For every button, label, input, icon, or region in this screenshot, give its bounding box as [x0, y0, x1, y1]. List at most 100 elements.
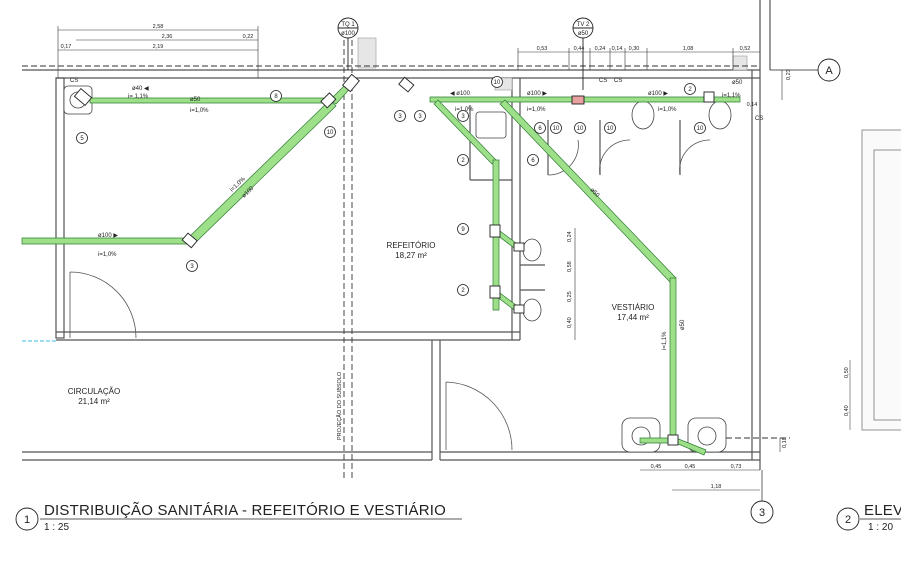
pipe-label-d50: ø50	[190, 97, 201, 103]
fitting-11	[703, 91, 715, 103]
dim-label: 0,22	[243, 34, 254, 40]
dim-label: 0,25	[567, 291, 573, 302]
dim-label: 0,73	[731, 464, 742, 470]
pipe-top-left-horizontal	[89, 97, 331, 104]
callout-circle	[604, 122, 616, 134]
pipe-label-slope-11: i= 1,1%	[128, 94, 149, 100]
room-area-vestiario: 17,44 m²	[617, 313, 649, 322]
fitting-4	[342, 73, 360, 93]
callout-circle	[414, 110, 426, 122]
vent-tube-tv2-tag: TV 2	[577, 22, 590, 28]
grid-axis-3-label: 3	[759, 507, 765, 519]
room-labels: REFEITÓRIO 18,27 m² VESTIÁRIO 17,44 m² C…	[68, 241, 655, 440]
elev-dim-label: 0,50	[844, 367, 850, 378]
hatch-block-right	[732, 55, 748, 71]
dim-label: 0,24	[595, 46, 606, 52]
callout-circle	[394, 110, 406, 122]
pipe-label-d100-right2: ø100 ▶	[648, 91, 668, 97]
callout-number: 3	[398, 114, 402, 120]
pipe-label-slope-10a: i=1,0%	[190, 108, 209, 114]
drawing-title: DISTRIBUIÇÃO SANITÁRIA - REFEITÓRIO E VE…	[44, 502, 446, 519]
drawing-number: 1	[24, 514, 30, 526]
callout-number: 3	[418, 114, 422, 120]
drawing-scale: 1 : 25	[44, 522, 69, 533]
dim-label: 0,45	[685, 464, 696, 470]
pipe-label-cs-1: CS	[70, 78, 78, 84]
fitting-12	[571, 95, 585, 105]
callout-number: 10	[607, 126, 614, 132]
pipe-label-d50-diag: ø50	[589, 187, 601, 199]
callout-circle	[684, 83, 696, 95]
room-name-refeitorio: REFEITÓRIO	[387, 241, 436, 250]
pipe-label-d40: ø40 ◀	[132, 86, 149, 92]
fitting-2	[320, 92, 337, 109]
drawing-title-2: ELEV	[864, 502, 901, 519]
dim-label: 2,36	[162, 34, 173, 40]
callout-circle	[457, 223, 469, 235]
dimension-lines	[57, 26, 783, 491]
pipe-top-right-horizontal	[429, 96, 741, 103]
callout-number: 10	[697, 126, 704, 132]
callout-number: 10	[553, 126, 560, 132]
fitting-8	[513, 242, 525, 252]
callout-circle	[491, 76, 503, 88]
title-block-2: 2 ELEV 1 : 20	[836, 502, 901, 533]
doors	[69, 139, 711, 451]
pipe-label-cs-4: CS	[755, 116, 763, 122]
grid-axes	[750, 58, 841, 524]
callout-numbers: 5 8 10 3 3 10 3 3 10 2 6 9 2 6 10 10 2 1…	[80, 80, 704, 294]
vent-tube-tq1-diameter: ø100	[341, 31, 355, 37]
elevation-inner	[873, 149, 901, 421]
pipe-vertical-vestiario	[669, 277, 677, 441]
vent-tubes	[337, 17, 594, 90]
pipe-label-slope-10e: i=1,0%	[527, 107, 546, 113]
callout-circle	[457, 284, 469, 296]
dim-label: 1,18	[711, 484, 722, 490]
callout-circle	[534, 122, 546, 134]
pipe-diagonal-refeitorio	[433, 99, 497, 165]
vent-tube-tq1-tag: TQ 1	[341, 22, 355, 28]
room-name-vestiario: VESTIÁRIO	[612, 303, 655, 312]
projection-label: PROJEÇÃO DO SUBSOLO	[336, 371, 343, 440]
door-circulacao	[69, 271, 137, 339]
room-name-circulacao: CIRCULAÇÃO	[68, 387, 120, 396]
dim-label: 0,52	[740, 46, 751, 52]
dim-label: 0,17	[61, 44, 72, 50]
callout-circle	[550, 122, 562, 134]
callout-circle	[324, 126, 336, 138]
title-block-1: 1 DISTRIBUIÇÃO SANITÁRIA - REFEITÓRIO E …	[15, 502, 462, 533]
callout-circle	[76, 132, 88, 144]
dim-label: 0,23	[786, 69, 792, 80]
callout-circle	[186, 260, 198, 272]
callout-circle	[574, 122, 586, 134]
callout-number: 10	[494, 80, 501, 86]
dim-label: 0,58	[567, 261, 573, 272]
pipe-labels: CS ø40 ◀ i= 1,1% ø50 i=1,0% ø100 i=1,0% …	[70, 78, 763, 350]
fitting-1	[73, 88, 93, 106]
wall-left	[55, 77, 65, 339]
callout-number: 2	[461, 288, 465, 294]
urinal-2	[522, 298, 542, 322]
sink-refeitorio	[475, 111, 507, 139]
fitting-10	[667, 434, 679, 446]
elevation-frame	[861, 129, 901, 431]
callout-number: 2	[688, 87, 692, 93]
dim-label: 2,19	[153, 44, 164, 50]
pipe-label-slope-10c: i=1,0%	[98, 252, 117, 258]
room-area-refeitorio: 18,27 m²	[395, 251, 427, 260]
door-wc	[547, 139, 579, 176]
pipe-branch-sink-left	[639, 437, 673, 444]
drawing-number-circle	[15, 507, 39, 531]
fitting-5	[398, 76, 415, 93]
pipe-label-d50-vert: ø50	[680, 319, 686, 330]
dim-label: 0,14	[612, 46, 623, 52]
door-vestiario	[445, 381, 513, 451]
dim-label: 0,45	[651, 464, 662, 470]
walls	[22, 0, 771, 470]
wall-hatch	[357, 37, 748, 91]
callout-number: 8	[274, 94, 278, 100]
pipe-label-d100-left: ◀ ø100	[450, 91, 471, 97]
callout-number: 5	[80, 136, 84, 142]
dim-label: 0,18	[782, 437, 788, 448]
callout-number: 3	[461, 114, 465, 120]
